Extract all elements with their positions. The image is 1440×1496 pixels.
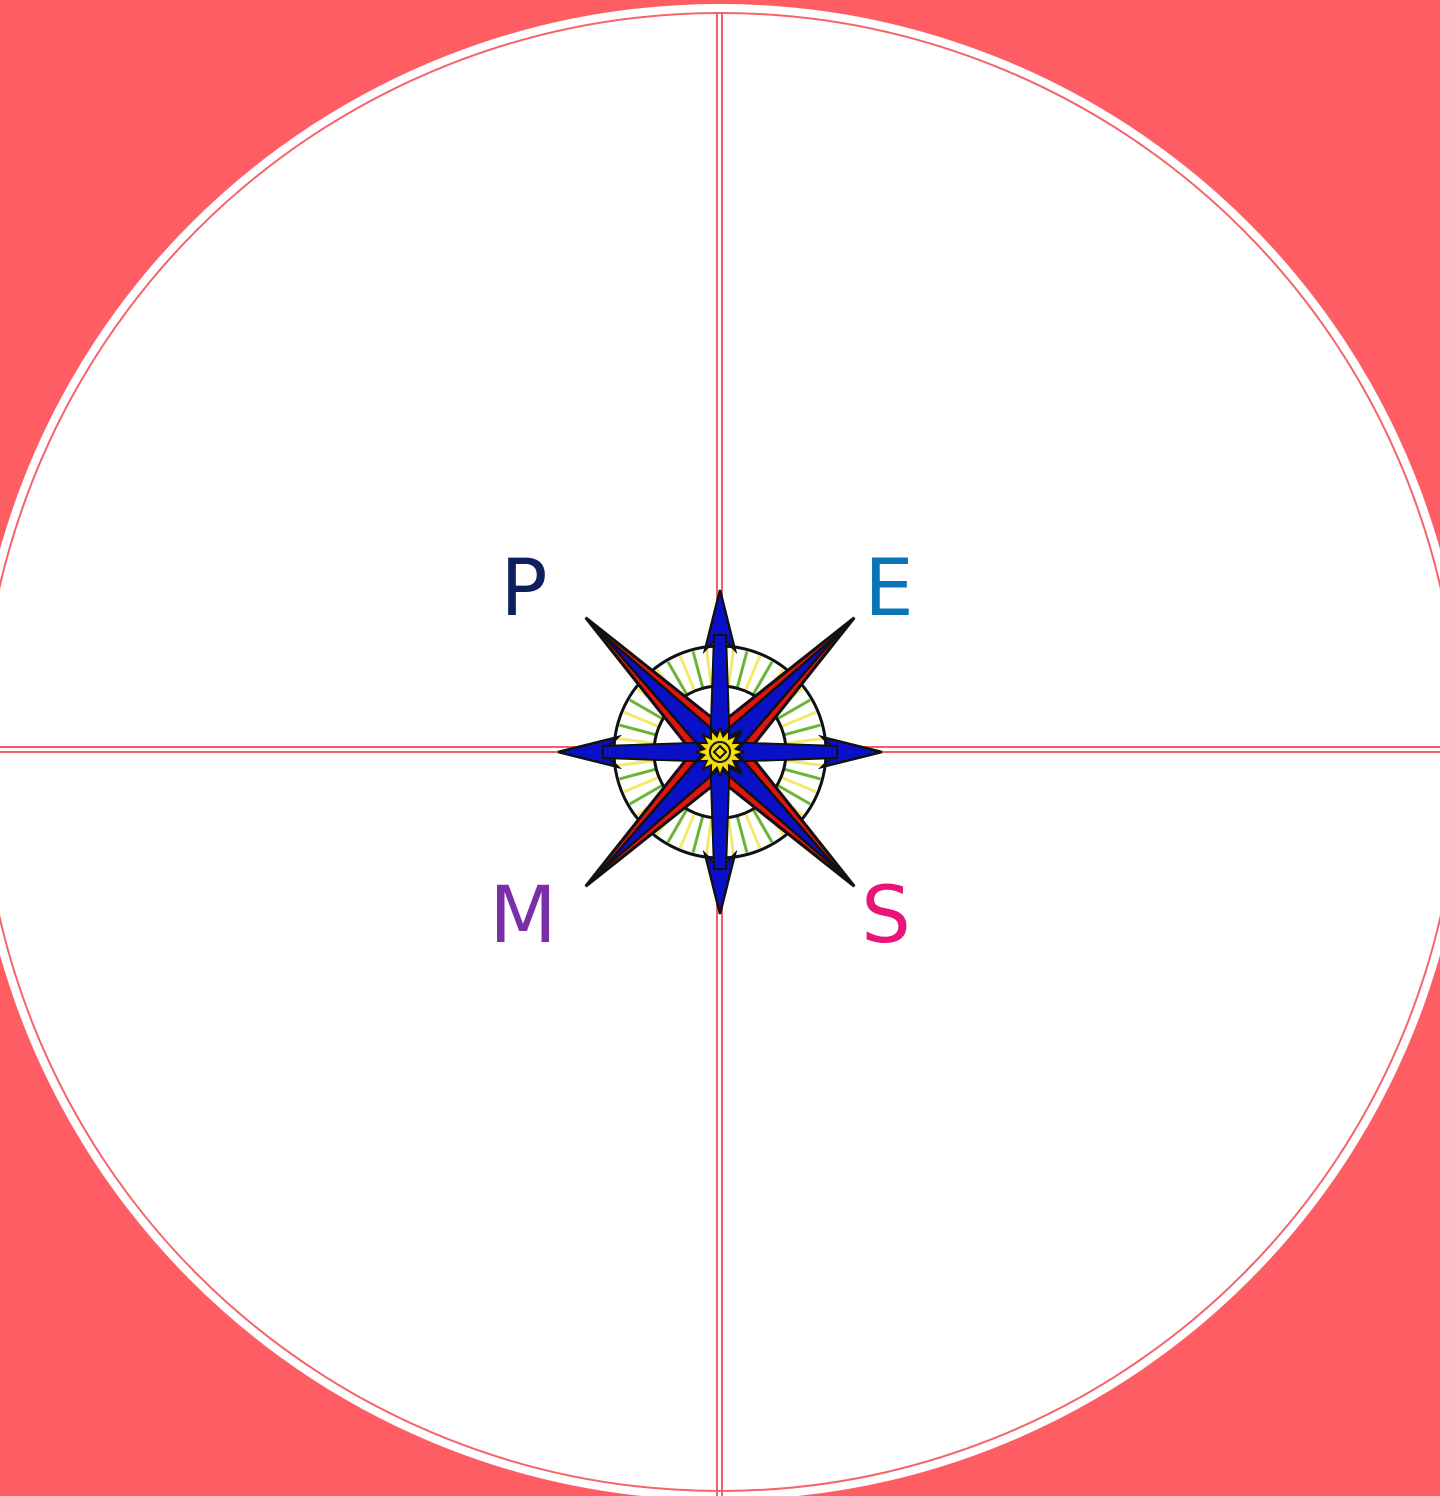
- label-p: P: [500, 544, 547, 634]
- compass-rose-icon: [558, 590, 882, 914]
- label-e: E: [864, 544, 913, 634]
- label-m: M: [489, 871, 556, 961]
- label-s: S: [861, 871, 911, 961]
